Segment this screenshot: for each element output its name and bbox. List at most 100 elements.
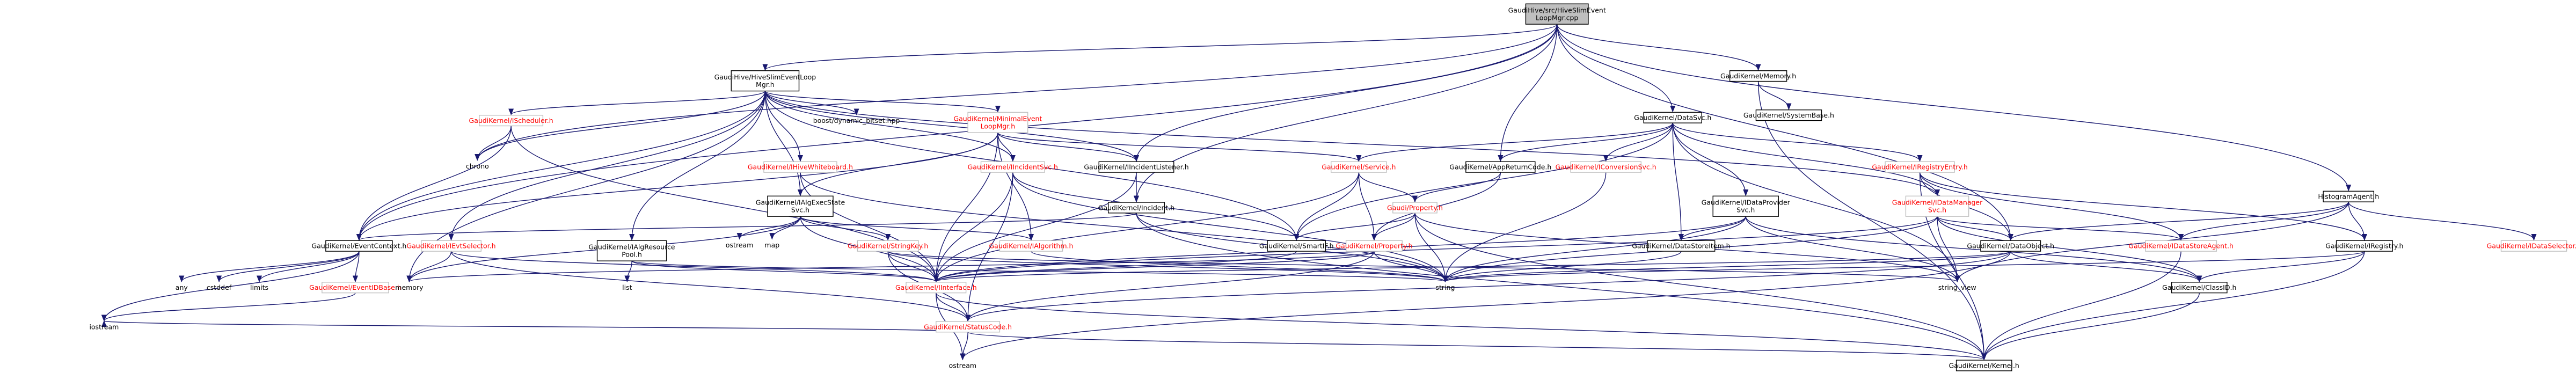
node-iconvsvc[interactable]: GaudiKernel/IConversionSvc.h [1556, 161, 1656, 173]
edge-hiveslim-to-minimal [764, 90, 1001, 113]
edge-ihivewb-to-iinterface [800, 172, 939, 283]
node-ischeduler[interactable]: GaudiKernel/IScheduler.h [469, 114, 553, 127]
node-statuscode[interactable]: GaudiKernel/StatusCode.h [924, 321, 1012, 333]
node-systembase[interactable]: GaudiKernel/SystemBase.h [1743, 109, 1834, 121]
edge-dataobject-to-classid [2010, 251, 2202, 283]
node-iincsvc[interactable]: GaudiKernel/IIncidentSvc.h [968, 161, 1058, 173]
edge-ievtsel-to-statuscode [450, 251, 970, 322]
edge-idatamgr-to-dataobject [1937, 216, 2013, 241]
node-property[interactable]: Gaudi/Property.h [1387, 202, 1443, 214]
node-dsitem[interactable]: GaudiKernel/DataStoreItem.h [1632, 240, 1731, 252]
node-label-list_n: list [622, 283, 632, 291]
node-box-idataprov [1712, 195, 1779, 217]
edge-idatamgr-to-string_view [1937, 216, 1960, 283]
node-memory_h[interactable]: GaudiKernel/Memory.h [1720, 70, 1796, 82]
node-eventidbase[interactable]: GaudiKernel/EventIDBase.h [309, 282, 402, 294]
node-label-idatastoreagent: GaudiKernel/IDataStoreAgent.h [2128, 242, 2234, 250]
node-box-evtctx [325, 240, 393, 252]
edge-iexecstate-to-ostream_n [736, 216, 801, 240]
node-idatasel[interactable]: GaudiKernel/IDataSelector.h [2487, 240, 2576, 252]
node-label-root: LoopMgr.cpp [1536, 14, 1578, 22]
node-iregentry[interactable]: GaudiKernel/IRegistryEntry.h [1872, 161, 1968, 173]
edge-hiveslim-to-memory_std [406, 91, 766, 283]
node-box-stringkey [857, 240, 919, 252]
node-box-minimal [967, 112, 1028, 133]
node-box-systembase [1755, 109, 1822, 121]
edge-statuscode-to-iostream_n [102, 320, 968, 333]
node-label-any: any [176, 283, 188, 291]
node-label-hiveslim: GaudiHive/HiveSlimEventLoop [714, 73, 816, 81]
node-box-property [1392, 202, 1437, 214]
nodes: GaudiHive/src/HiveSlimEventLoopMgr.cppGa… [89, 3, 2576, 371]
node-box-classid [2171, 282, 2228, 294]
edge-datasvc-to-dsitem [1672, 123, 1684, 241]
edge-property-to-string_n [1414, 213, 1448, 283]
node-idatastoreagent[interactable]: GaudiKernel/IDataStoreAgent.h [2128, 240, 2234, 252]
node-label-idataprov: Svc.h [1736, 206, 1755, 214]
node-label-string_view: string_view [1938, 283, 1976, 291]
edge-minimal-to-iinterface [933, 133, 998, 283]
node-box-ialgres [596, 240, 667, 261]
edge-iinterface-to-statuscode [936, 293, 971, 322]
node-classid[interactable]: GaudiKernel/ClassID.h [2162, 282, 2236, 294]
node-smartif[interactable]: GaudiKernel/SmartIF.h [1259, 240, 1334, 252]
edge-appret-to-property [1412, 172, 1501, 203]
node-iinclist[interactable]: GaudiKernel/IIncidentListener.h [1084, 161, 1189, 173]
node-chrono: chrono [466, 162, 489, 170]
node-label-dataobject: GaudiKernel/DataObject.h [1967, 242, 2054, 250]
node-ostream_n: ostream [726, 241, 753, 249]
node-box-datasvc [1643, 112, 1702, 123]
node-service[interactable]: GaudiKernel/Service.h [1322, 161, 1396, 173]
node-label-memory_h: GaudiKernel/Memory.h [1720, 72, 1796, 80]
node-box-incident [1107, 202, 1165, 214]
edge-idataprov-to-iinterface [933, 216, 1746, 283]
node-label-ostream_n: ostream [726, 241, 753, 249]
edge-idatamgr-to-iinterface [933, 216, 1938, 283]
node-incident[interactable]: GaudiKernel/Incident.h [1098, 202, 1174, 214]
node-ihivewb[interactable]: GaudiKernel/IHiveWhiteboard.h [748, 161, 853, 173]
node-datasvc[interactable]: GaudiKernel/DataSvc.h [1634, 112, 1711, 123]
node-appret[interactable]: GaudiKernel/AppReturnCode.h [1449, 161, 1551, 173]
node-evtctx[interactable]: GaudiKernel/EventContext.h [312, 240, 407, 252]
edge-ialgres-to-string_n [631, 260, 1448, 283]
node-iinterface[interactable]: GaudiKernel/IInterface.h [895, 282, 977, 294]
edge-root-to-incident [1134, 24, 1558, 203]
node-iregistry[interactable]: GaudiKernel/IRegistry.h [2325, 240, 2403, 252]
edge-hiveslim-to-chrono [475, 91, 766, 161]
edge-datasvc-to-iregentry [1672, 122, 1923, 162]
node-label-hiveslim: Mgr.h [756, 81, 775, 89]
node-label-ialgres: GaudiKernel/IAlgResource [589, 243, 675, 251]
node-label-classid: GaudiKernel/ClassID.h [2162, 283, 2236, 291]
edge-eventidbase-to-iostream_n [101, 293, 356, 322]
node-histoagent[interactable]: HistogramAgent.h [2318, 191, 2379, 202]
edge-property-to-gkproperty [1371, 213, 1415, 241]
node-stringkey[interactable]: GaudiKernel/StringKey.h [848, 240, 928, 252]
edge-hiveslim-to-evtctx [356, 91, 766, 241]
edge-minimal-to-iinclist [997, 132, 1139, 162]
node-label-eventidbase: GaudiKernel/EventIDBase.h [309, 283, 402, 291]
edge-iexecstate-to-stringkey [800, 216, 891, 241]
edge-minimal-to-service [997, 132, 1362, 162]
edge-idataprov-to-string_view [1745, 216, 1960, 283]
node-label-incident: GaudiKernel/Incident.h [1098, 203, 1174, 211]
node-kernel[interactable]: GaudiKernel/Kernel.h [1949, 360, 2019, 371]
node-gkproperty[interactable]: GaudiKernel/Property.h [1336, 240, 1413, 252]
node-dataobject[interactable]: GaudiKernel/DataObject.h [1967, 240, 2054, 252]
node-ievtsel[interactable]: GaudiKernel/IEvtSelector.h [406, 240, 496, 252]
edge-incident-to-evtctx [356, 213, 1137, 241]
edge-hiveslim-to-iincsvc [764, 91, 1016, 162]
edge-evtctx-to-eventidbase [352, 251, 360, 283]
edge-iconvsvc-to-string_n [1442, 172, 1607, 283]
node-label-iexecstate: Svc.h [791, 206, 809, 214]
node-ialgorithm[interactable]: GaudiKernel/IAlgorithm.h [989, 240, 1074, 252]
node-box-iexecstate [767, 195, 834, 217]
node-box-iregentry [1885, 161, 1955, 173]
edge-datasvc-to-idatamgr [1672, 123, 1940, 196]
